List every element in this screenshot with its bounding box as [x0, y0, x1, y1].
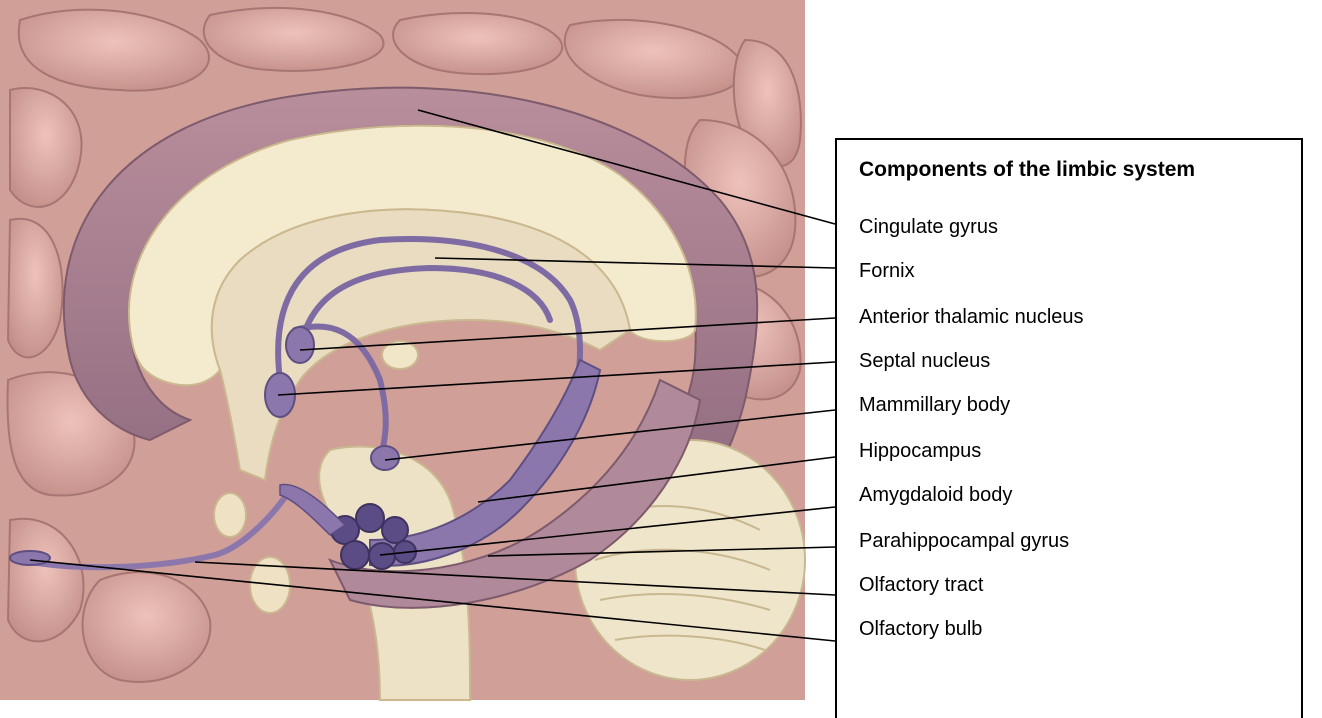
septal-nucleus — [265, 373, 295, 417]
thalamic-bump — [382, 341, 418, 369]
label-fornix: Fornix — [859, 260, 915, 283]
label-cingulate-gyrus: Cingulate gyrus — [859, 216, 998, 239]
label-olfactory-bulb: Olfactory bulb — [859, 618, 982, 641]
pituitary — [250, 557, 290, 613]
label-anterior-thalamic-nucleus: Anterior thalamic nucleus — [859, 306, 1084, 329]
optic-chiasm — [214, 493, 246, 537]
label-hippocampus: Hippocampus — [859, 440, 981, 463]
legend-box: Components of the limbic system Cingulat… — [835, 138, 1303, 718]
olfactory-bulb — [10, 551, 50, 565]
anterior-thalamic-nucleus — [286, 327, 314, 363]
brain-illustration — [0, 0, 830, 711]
label-parahippocampal-gyrus: Parahippocampal gyrus — [859, 530, 1069, 553]
label-amygdaloid-body: Amygdaloid body — [859, 484, 1012, 507]
mammillary-body — [371, 446, 399, 470]
label-olfactory-tract: Olfactory tract — [859, 574, 983, 597]
label-mammillary-body: Mammillary body — [859, 394, 1010, 417]
legend-title: Components of the limbic system — [859, 158, 1195, 182]
label-septal-nucleus: Septal nucleus — [859, 350, 990, 373]
